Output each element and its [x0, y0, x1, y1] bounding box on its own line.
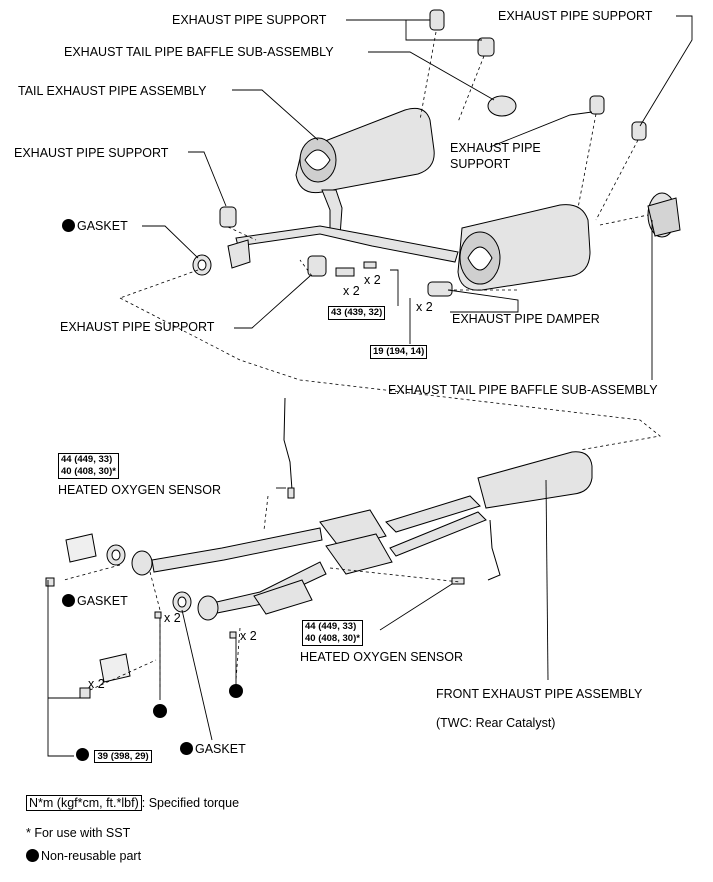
nonreusable-dot-icon [76, 748, 89, 761]
torque-19: 19 (194, 14) [370, 345, 428, 359]
torque-39: 39 (398, 29) [94, 750, 152, 763]
legend-torque: N*m (kgf*cm, ft.*lbf): Specified torque [26, 795, 240, 811]
label-gasket-2: GASKET [62, 594, 128, 608]
rear-catalyst-shape [477, 451, 593, 509]
label-exhaust-pipe-support-1: EXHAUST PIPE SUPPORT [172, 13, 327, 27]
label-tail-exhaust-pipe-assembly: TAIL EXHAUST PIPE ASSEMBLY [18, 84, 207, 98]
nonreusable-dot-icon [62, 594, 75, 607]
nonreusable-dot-icon [26, 849, 39, 862]
label-tail-pipe-baffle-2: EXHAUST TAIL PIPE BAFFLE SUB-ASSEMBLY [388, 383, 658, 397]
label-exhaust-pipe-support-3: EXHAUST PIPE SUPPORT [14, 146, 169, 160]
qty-4: x 2 [164, 611, 181, 625]
gasket-3-text: GASKET [195, 742, 246, 756]
gasket-1-text: GASKET [77, 219, 128, 233]
label-heated-oxygen-sensor-1: HEATED OXYGEN SENSOR [58, 483, 221, 497]
qty-2: x 2 [364, 273, 381, 287]
nonreusable-dot-icon [153, 704, 167, 718]
nonreusable-dot-icon [62, 219, 75, 232]
label-exhaust-pipe-support-2: EXHAUST PIPE SUPPORT [498, 9, 653, 23]
torque-43: 43 (439, 32) [328, 306, 386, 320]
label-exhaust-pipe-support-4-line1: EXHAUST PIPE [450, 141, 541, 155]
label-tail-pipe-baffle-1: EXHAUST TAIL PIPE BAFFLE SUB-ASSEMBLY [64, 45, 334, 59]
label-exhaust-pipe-support-5: EXHAUST PIPE SUPPORT [60, 320, 215, 334]
nonreusable-dot-icon [229, 684, 243, 698]
qty-6: x 2 [88, 677, 105, 691]
label-gasket-1: GASKET [62, 219, 128, 233]
gasket-2-text: GASKET [77, 594, 128, 608]
qty-3: x 2 [416, 300, 433, 314]
legend-nonreusable-text: Non-reusable part [41, 849, 142, 863]
legend-torque-box: N*m (kgf*cm, ft.*lbf) [26, 795, 142, 811]
torque-44-b: 44 (449, 33) [305, 621, 357, 632]
nonreusable-dot-icon [180, 742, 193, 755]
qty-1: x 2 [343, 284, 360, 298]
torque-44-a: 44 (449, 33) [61, 454, 113, 465]
label-exhaust-pipe-support-4-line2: SUPPORT [450, 157, 511, 171]
qty-5: x 2 [240, 629, 257, 643]
label-exhaust-pipe-damper: EXHAUST PIPE DAMPER [452, 312, 600, 326]
label-gasket-3: GASKET [180, 742, 246, 756]
legend-nonreusable: Non-reusable part [26, 849, 141, 863]
legend-sst-note: * For use with SST [26, 826, 131, 840]
label-twc-note: (TWC: Rear Catalyst) [436, 716, 556, 730]
legend-torque-desc: : Specified torque [141, 796, 240, 810]
label-heated-oxygen-sensor-2: HEATED OXYGEN SENSOR [300, 650, 463, 664]
torque-40-b: 40 (408, 30)* [305, 633, 360, 644]
label-front-exhaust-pipe-assembly: FRONT EXHAUST PIPE ASSEMBLY [436, 687, 643, 701]
torque-box-sensor-1: 44 (449, 33) 40 (408, 30)* [58, 453, 119, 479]
torque-40-a: 40 (408, 30)* [61, 466, 116, 477]
torque-box-sensor-2: 44 (449, 33) 40 (408, 30)* [302, 620, 363, 646]
torque-39-group: 39 (398, 29) [76, 748, 152, 763]
